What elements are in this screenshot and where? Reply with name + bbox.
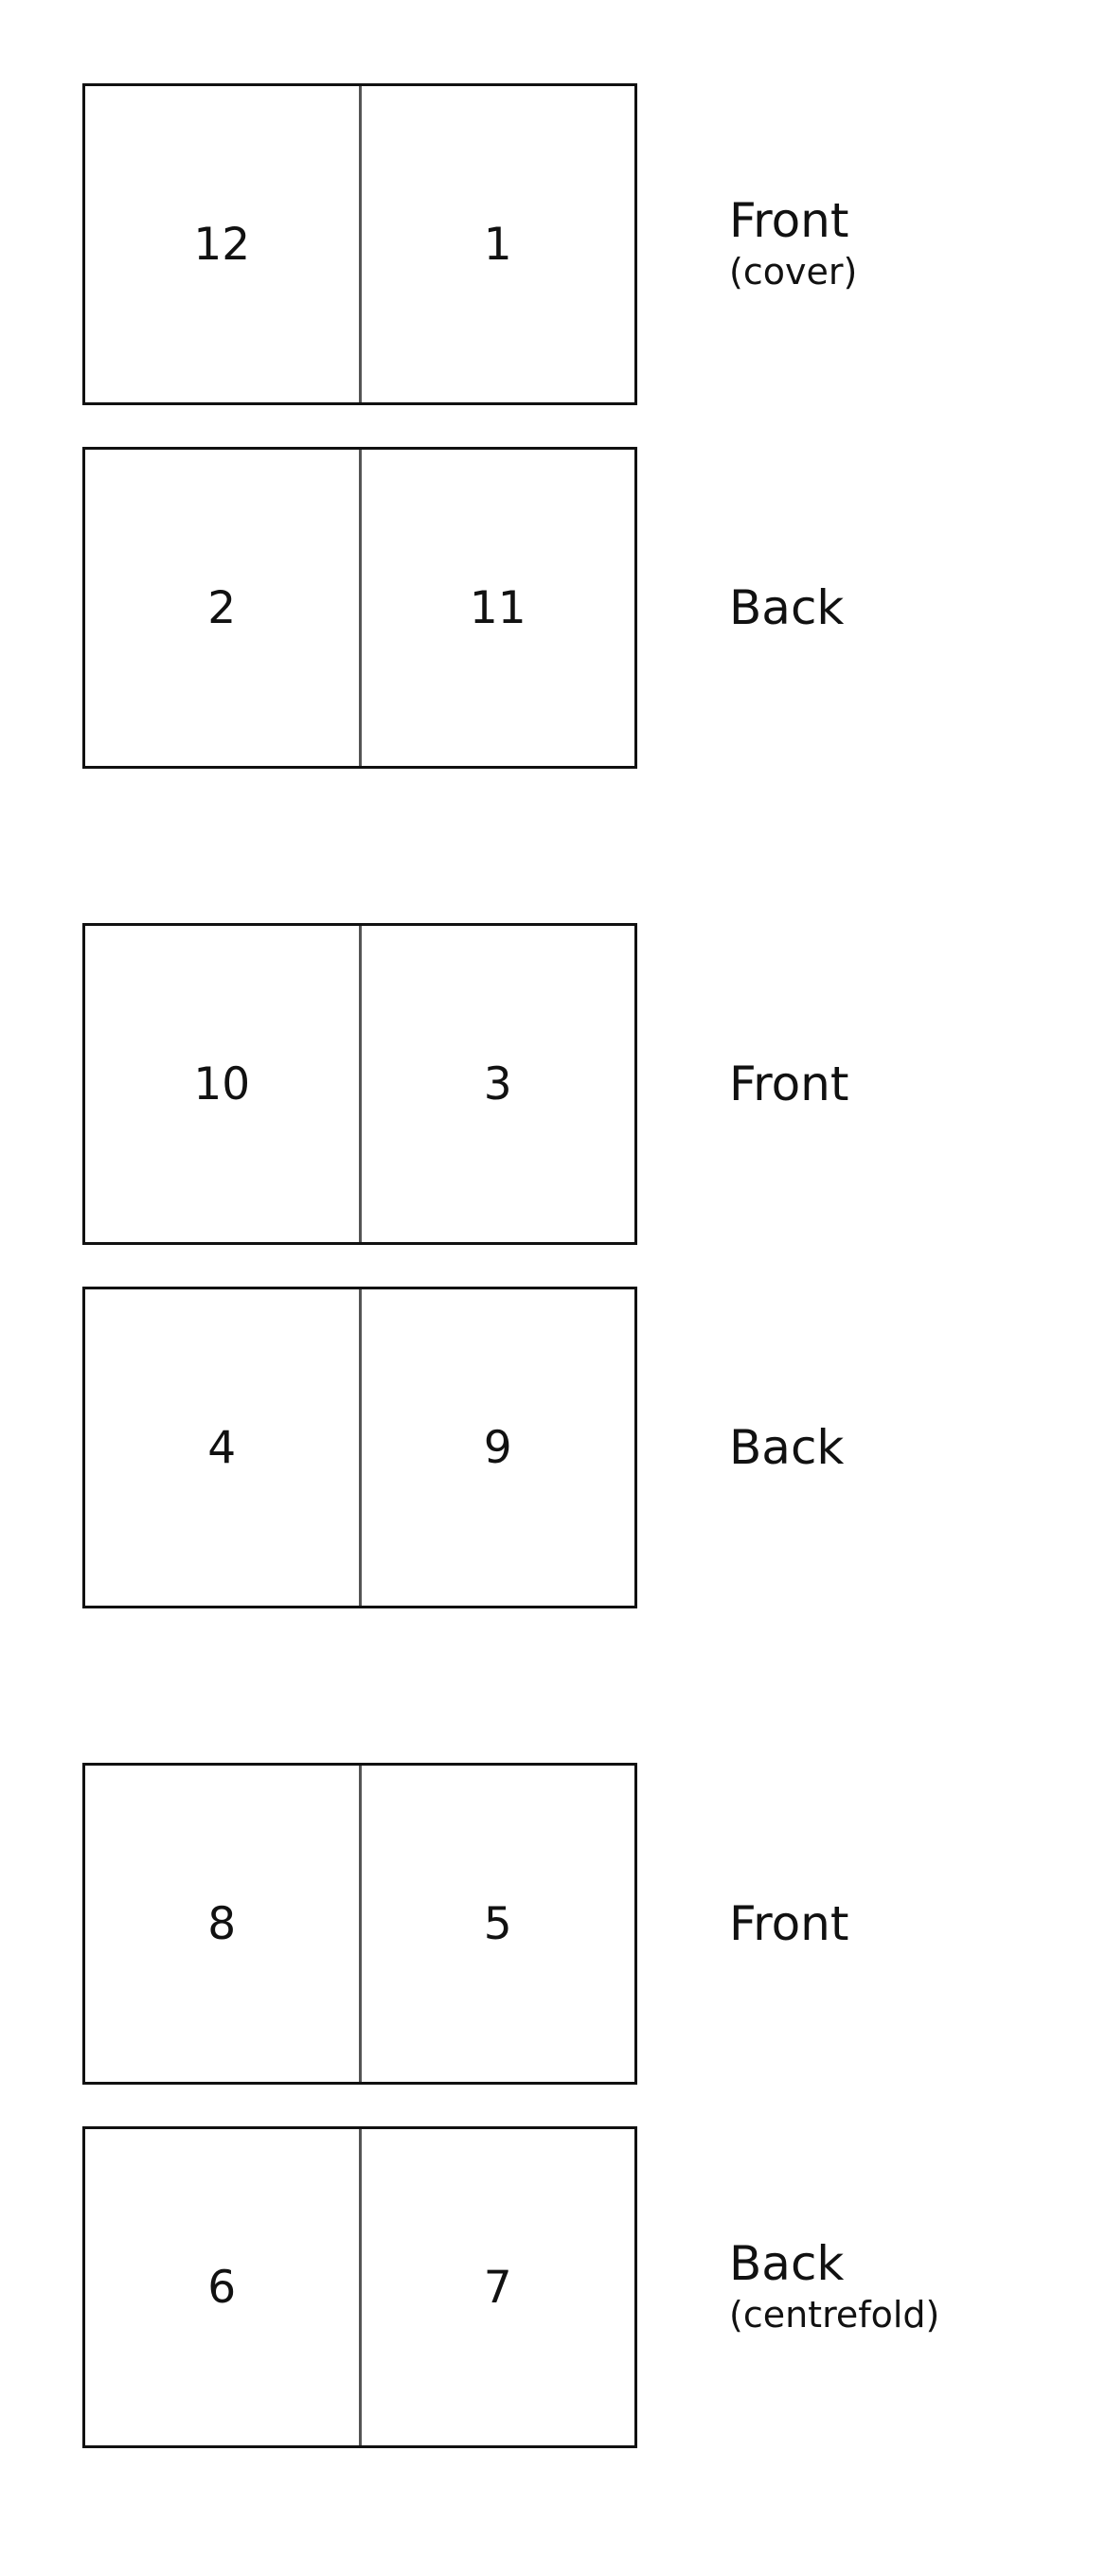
sheet-1-front: 12 1 [82, 83, 637, 405]
side-label: Back [729, 1287, 844, 1608]
side-label: Back [729, 447, 844, 769]
page-number: 3 [483, 1057, 512, 1110]
side-label-main: Back [729, 579, 845, 635]
page-number: 8 [207, 1897, 237, 1950]
sheet-1-back: 2 11 [82, 447, 637, 769]
sheet-2-back: 4 9 [82, 1287, 637, 1608]
fold-line [358, 1289, 362, 1606]
side-label-main: Front [729, 1895, 849, 1951]
page-number: 11 [469, 581, 526, 634]
side-label-main: Front [729, 192, 849, 248]
side-label: Back (centrefold) [729, 2126, 939, 2448]
page-number: 12 [193, 218, 251, 271]
side-label-sub: (centrefold) [729, 2293, 940, 2336]
sheet-3-back: 6 7 [82, 2126, 637, 2448]
side-label-main: Back [729, 1419, 845, 1475]
page-number: 6 [207, 2261, 237, 2314]
side-label: Front [729, 923, 848, 1245]
fold-line [358, 86, 362, 402]
page-number: 9 [483, 1421, 512, 1474]
page-number: 10 [193, 1057, 251, 1110]
page-number: 5 [483, 1897, 512, 1950]
fold-line [358, 1766, 362, 2082]
page-number: 4 [207, 1421, 237, 1474]
sheet-2-front: 10 3 [82, 923, 637, 1245]
page-number: 7 [483, 2261, 512, 2314]
fold-line [358, 450, 362, 766]
fold-line [358, 926, 362, 1242]
fold-line [358, 2129, 362, 2445]
side-label: Front (cover) [729, 83, 857, 405]
side-label-main: Front [729, 1056, 849, 1111]
side-label: Front [729, 1763, 848, 2085]
page-number: 2 [207, 581, 237, 634]
side-label-main: Back [729, 2235, 845, 2291]
side-label-sub: (cover) [729, 250, 858, 293]
sheet-3-front: 8 5 [82, 1763, 637, 2085]
page-number: 1 [483, 218, 512, 271]
